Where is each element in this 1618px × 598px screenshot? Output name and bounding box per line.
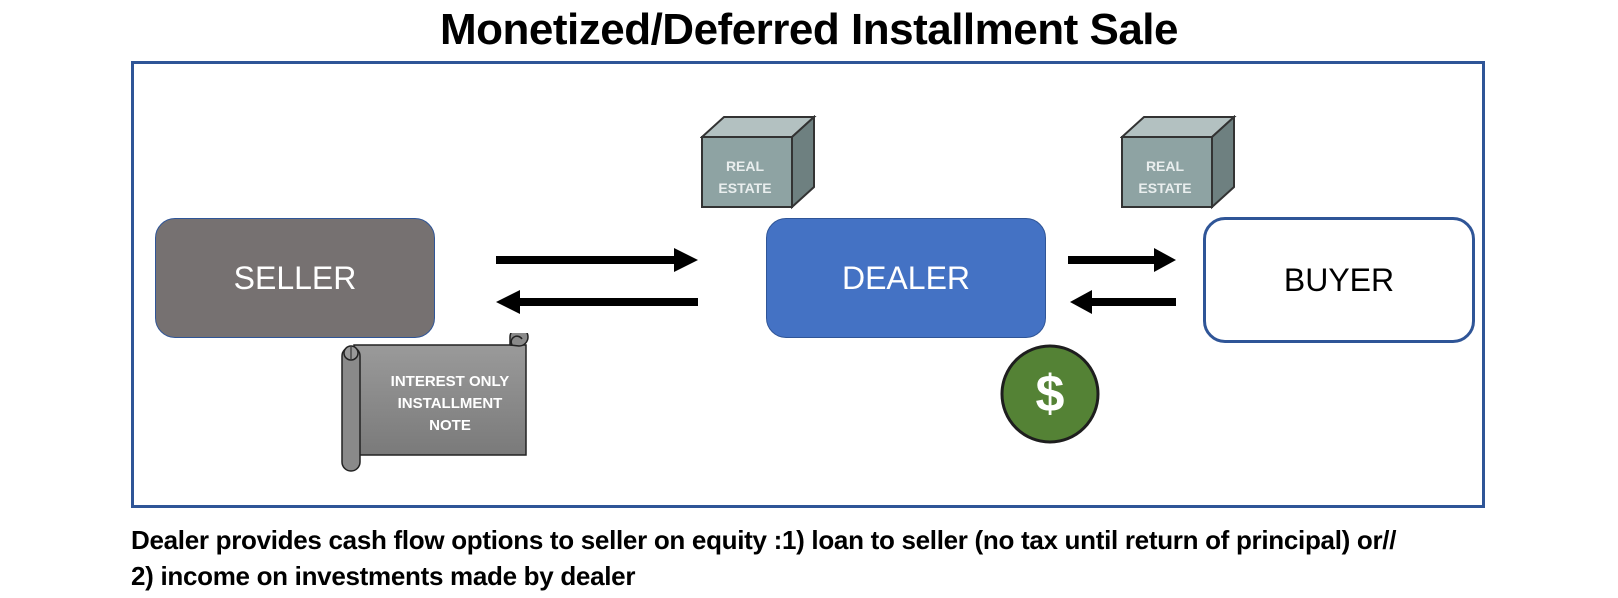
note-label: INTEREST ONLY INSTALLMENT NOTE [375, 371, 525, 437]
seller-dealer-arrows [496, 248, 698, 314]
real-estate-label-dealer: REAL ESTATE [700, 155, 790, 199]
arrow-left-icon [1070, 290, 1176, 314]
real-estate-line1: REAL [725, 158, 765, 174]
note-line2: INSTALLMENT [397, 395, 503, 412]
real-estate-cube-icon: REAL ESTATE [1119, 114, 1238, 213]
buyer-node: BUYER [1203, 217, 1475, 343]
dollar-sign: $ [1036, 365, 1065, 423]
real-estate-label-buyer: REAL ESTATE [1120, 155, 1210, 199]
diagram-frame [131, 61, 1485, 508]
seller-label: SELLER [233, 259, 357, 296]
caption: Dealer provides cash flow options to sel… [131, 522, 1611, 594]
caption-line2: 2) income on investments made by dealer [131, 561, 636, 591]
buyer-label: BUYER [1283, 261, 1395, 298]
seller-node: SELLER [155, 218, 435, 338]
note-line3: NOTE [429, 417, 471, 434]
dealer-node: DEALER [766, 218, 1046, 338]
note-line1: INTEREST ONLY [390, 373, 510, 390]
installment-note-scroll-icon: INTEREST ONLY INSTALLMENT NOTE [340, 327, 535, 478]
dealer-label: DEALER [841, 259, 971, 296]
arrow-right-icon [1068, 248, 1176, 272]
real-estate-line2: ESTATE [718, 180, 772, 196]
real-estate-line1: REAL [1145, 158, 1185, 174]
diagram-title: Monetized/Deferred Installment Sale [439, 5, 1179, 54]
arrow-right-icon [496, 248, 698, 272]
real-estate-line2: ESTATE [1138, 180, 1192, 196]
real-estate-cube-icon: REAL ESTATE [699, 114, 818, 213]
caption-line1: Dealer provides cash flow options to sel… [131, 525, 1397, 555]
dealer-buyer-arrows [1068, 248, 1176, 314]
arrow-left-icon [496, 290, 698, 314]
dollar-coin-icon: $ [999, 343, 1101, 445]
